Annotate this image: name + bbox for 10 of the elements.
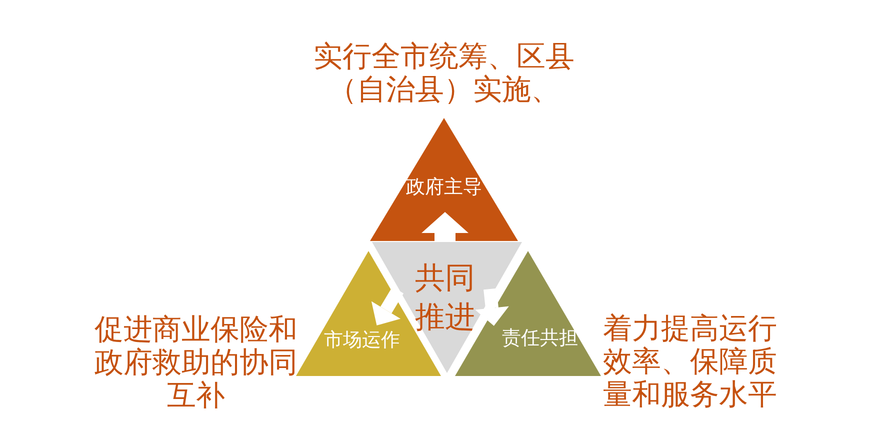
annotation-text: 着力提高运行效率、保障质量和服务水平 [603, 312, 778, 411]
segment-label: 责任共担 [501, 326, 579, 350]
center-label: 共同推进 [414, 260, 476, 337]
block-arrow [371, 286, 404, 326]
segment-label: 政府主导 [405, 175, 483, 199]
annotation-text: 实行全市统筹、区县（自治县）实施、 [312, 40, 576, 106]
annotation-text: 促进商业保险和政府救助的协同互补 [94, 313, 298, 412]
segment-label: 市场运作 [323, 328, 401, 352]
block-arrow [475, 288, 509, 326]
block-arrow [422, 212, 468, 242]
